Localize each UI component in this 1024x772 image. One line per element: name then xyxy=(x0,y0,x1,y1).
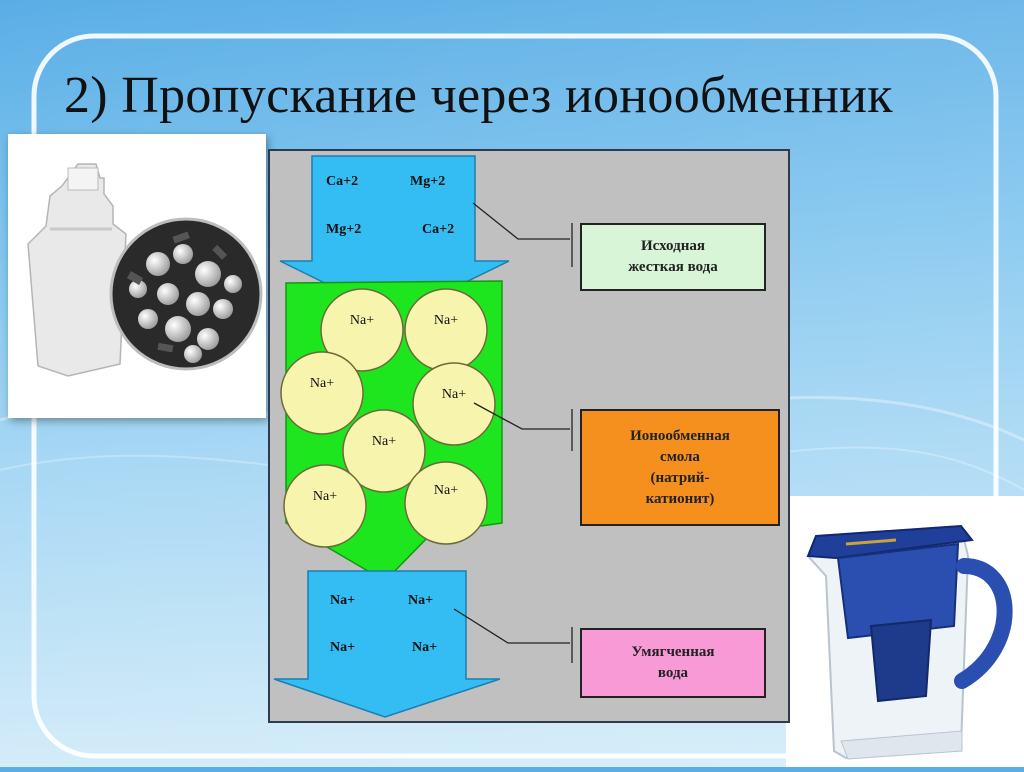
cartridge-photo xyxy=(8,134,266,418)
resin-bead xyxy=(342,409,426,493)
ion-label: Ca+2 xyxy=(422,222,454,237)
ion-label: Na+ xyxy=(313,489,337,504)
ion-label: Na+ xyxy=(350,313,374,328)
ion-label: Na+ xyxy=(330,593,355,608)
ion-label: Na+ xyxy=(442,387,466,402)
ion-label: Na+ xyxy=(330,640,355,655)
resin-bead xyxy=(404,288,488,372)
pitcher-illustration xyxy=(806,524,1013,760)
resin-bead xyxy=(320,288,404,372)
resin-bead xyxy=(412,362,496,446)
ion-label: Na+ xyxy=(412,640,437,655)
connector-hard-water xyxy=(472,202,570,240)
ion-label: Mg+2 xyxy=(410,174,445,189)
resin-bead xyxy=(280,351,364,435)
diagram-drawing: Ca+2 Mg+2 Mg+2 Ca+2 Na+ Na+ Na+ Na+ Na+ … xyxy=(273,155,573,718)
hard-water-label: Исходная жесткая вода xyxy=(580,223,766,291)
soft-water-label: Умягченная вода xyxy=(580,628,766,698)
soft-water-arrow xyxy=(273,570,501,718)
ion-label: Na+ xyxy=(408,593,433,608)
connector-soft-water xyxy=(453,608,570,644)
ion-label: Na+ xyxy=(372,434,396,449)
ion-label: Ca+2 xyxy=(326,174,358,189)
pitcher-photo xyxy=(786,496,1024,767)
resin-label: Ионообменная смола (натрий- катионит) xyxy=(580,409,780,526)
ion-label: Na+ xyxy=(310,376,334,391)
slide-title: 2) Пропускание через ионообменник xyxy=(64,67,893,124)
resin-bead xyxy=(283,464,367,548)
resin-bead xyxy=(404,461,488,545)
ion-label: Na+ xyxy=(434,483,458,498)
ion-label: Mg+2 xyxy=(326,222,361,237)
connector-resin xyxy=(473,402,570,430)
ion-label: Na+ xyxy=(434,313,458,328)
cartridge-illustration xyxy=(27,163,263,377)
